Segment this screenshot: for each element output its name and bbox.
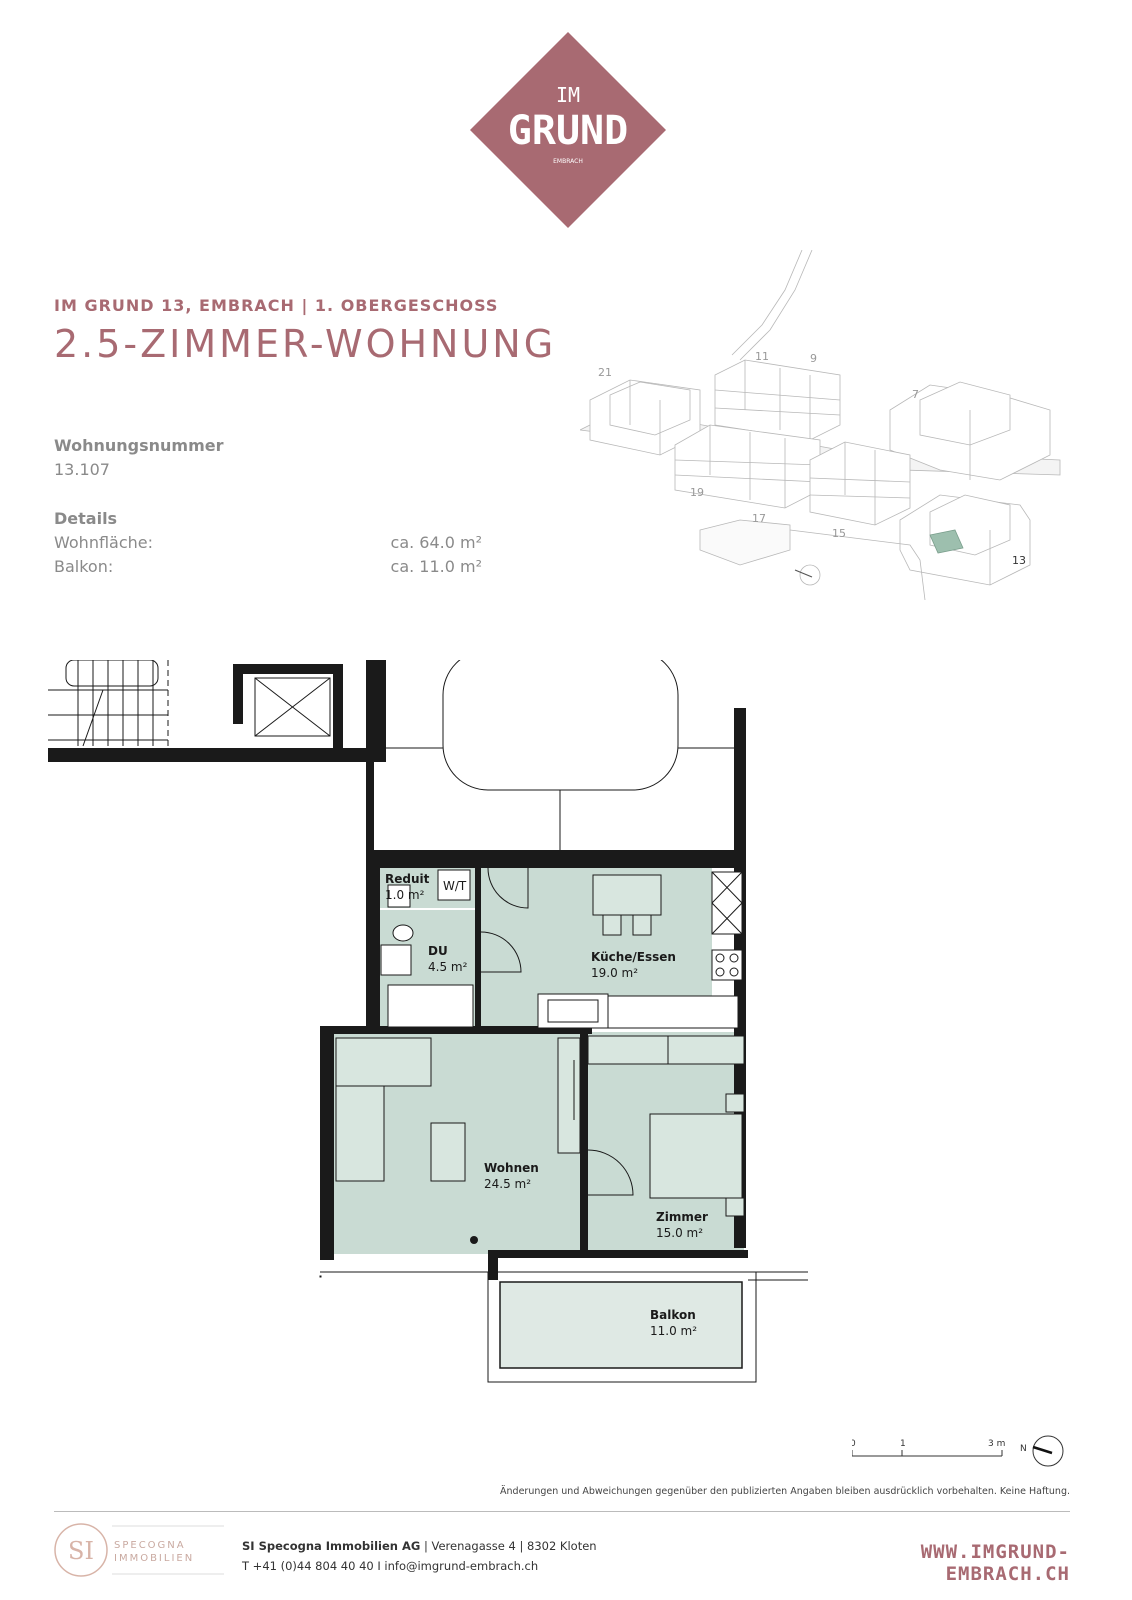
unit-number-label: Wohnungsnummer bbox=[54, 436, 224, 455]
company-contact[interactable]: T +41 (0)44 804 40 40 I info@imgrund-emb… bbox=[242, 1559, 539, 1573]
compass-icon bbox=[1032, 1435, 1064, 1467]
fill-balkon bbox=[499, 1281, 743, 1369]
living-area-value: ca. 64.0 m² bbox=[390, 533, 482, 552]
scale-tick-1: 1 bbox=[900, 1439, 906, 1449]
balcony-area-label: Balkon: bbox=[54, 557, 114, 576]
disclaimer: Änderungen und Abweichungen gegenüber de… bbox=[500, 1486, 1070, 1497]
si-logo-line1: SPECOGNA bbox=[114, 1540, 186, 1551]
page-title: 2.5-ZIMMER-WOHNUNG bbox=[54, 322, 557, 366]
logo-text-grund: GRUND bbox=[508, 108, 628, 154]
building-label-11: 11 bbox=[755, 350, 769, 363]
footer-divider bbox=[54, 1511, 1070, 1512]
project-subtitle: IM GRUND 13, EMBRACH | 1. OBERGESCHOSS bbox=[54, 296, 499, 315]
building-7 bbox=[889, 381, 1051, 481]
living-area-label: Wohnfläche: bbox=[54, 533, 154, 552]
scale-tick-0: 0 bbox=[852, 1439, 856, 1449]
specogna-logo: SI SPECOGNA IMMOBILIEN bbox=[54, 1523, 224, 1577]
building-label-17: 17 bbox=[752, 512, 766, 525]
room-wt: W/T bbox=[443, 879, 467, 893]
building-label-19: 19 bbox=[690, 486, 704, 499]
building-11-9 bbox=[714, 359, 841, 441]
logo-text-im: IM bbox=[556, 83, 580, 107]
building-label-13: 13 bbox=[1012, 554, 1026, 567]
company-name: SI Specogna Immobilien AG bbox=[242, 1539, 421, 1553]
scale-bar: 0 1 3 m N bbox=[852, 1435, 1064, 1467]
north-label: N bbox=[1020, 1444, 1027, 1454]
highlighted-unit bbox=[929, 529, 964, 554]
im-grund-logo: IM GRUND EMBRACH bbox=[470, 32, 666, 228]
balcony-area-value: ca. 11.0 m² bbox=[390, 557, 482, 576]
building-label-9: 9 bbox=[810, 352, 817, 365]
site-plan-isometric: 21 11 9 7 19 17 15 13 bbox=[580, 250, 1061, 601]
building-label-21: 21 bbox=[598, 366, 612, 379]
company-info: SI Specogna Immobilien AG | Verenagasse … bbox=[242, 1536, 597, 1576]
building-19 bbox=[674, 424, 821, 509]
building-17-15 bbox=[809, 441, 911, 526]
si-logo-mark: SI bbox=[68, 1537, 94, 1565]
scale-tick-3: 3 m bbox=[988, 1439, 1005, 1449]
building-label-7: 7 bbox=[912, 388, 919, 401]
building-13 bbox=[899, 494, 1031, 586]
building-label-15: 15 bbox=[832, 527, 846, 540]
website-link[interactable]: WWW.IMGRUND-EMBRACH.CH bbox=[920, 1541, 1070, 1585]
company-address: | Verenagasse 4 | 8302 Kloten bbox=[420, 1539, 597, 1553]
unit-number-value: 13.107 bbox=[54, 460, 110, 479]
logo-text-embrach: EMBRACH bbox=[553, 158, 583, 165]
details-heading: Details bbox=[54, 509, 118, 528]
si-logo-line2: IMMOBILIEN bbox=[114, 1553, 194, 1564]
building-21 bbox=[589, 379, 701, 456]
